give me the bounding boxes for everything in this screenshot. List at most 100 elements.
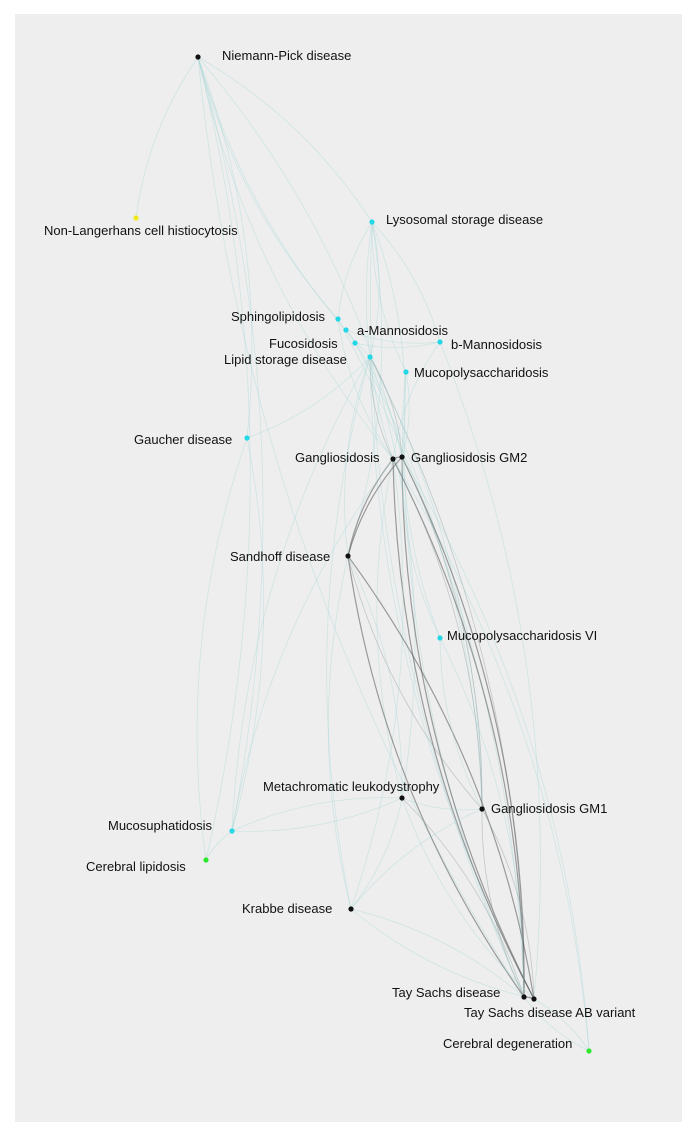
edge-gangliosidosis-tay-sachs	[392, 458, 525, 998]
edge-mucopolysaccharidosis-mps6	[402, 371, 441, 639]
edge-metachromatic-krabbe	[350, 797, 403, 910]
node-tay-sachs[interactable]	[521, 994, 527, 1000]
edge-gangliosidosis-cerebral-degeneration	[392, 458, 590, 1052]
edge-metachromatic-tay-sachs	[401, 797, 525, 998]
edge-sandhoff-gm1	[347, 555, 483, 810]
edge-gaucher-cerebral-lipidosis	[196, 437, 248, 861]
edge-lipid-storage-metachromatic	[369, 356, 416, 799]
edge-b-mannosidosis-tay-sachs-ab	[439, 341, 541, 1000]
edge-mucosulphatidosis-cerebral-lipidosis	[205, 830, 233, 861]
edge-metachromatic-tay-sachs-ab	[401, 797, 535, 1000]
node-niemann-pick[interactable]	[195, 54, 201, 60]
node-mucopolysaccharidosis[interactable]	[403, 369, 409, 375]
node-label-mucosulphatidosis: Mucosuphatidosis	[108, 818, 213, 833]
edge-tay-sachs-cerebral-degeneration	[523, 996, 590, 1052]
edge-lipid-storage-mucosulphatidosis	[231, 356, 371, 832]
edge-lysosomal-lipid-storage	[369, 221, 380, 358]
edge-mucopolysaccharidosis-tay-sachs	[403, 371, 525, 998]
edge-gangliosidosis-sandhoff	[347, 458, 394, 557]
edge-sandhoff-tay-sachs-ab	[347, 555, 535, 1000]
edge-gm1-tay-sachs-ab	[481, 808, 535, 1000]
edge-niemann-pick-gangliosidosis	[197, 56, 394, 460]
node-cerebral-lipidosis[interactable]	[203, 857, 209, 863]
edge-niemann-pick-tay-sachs	[197, 56, 525, 998]
edge-lipid-storage-krabbe	[326, 356, 371, 910]
edge-lysosomal-tay-sachs	[370, 221, 525, 998]
edge-tay-sachs-ab-cerebral-degeneration	[533, 998, 590, 1052]
node-label-cerebral-degeneration: Cerebral degeneration	[443, 1036, 572, 1051]
edge-gaucher-mucosulphatidosis	[231, 437, 265, 832]
edge-niemann-pick-cerebral-lipidosis	[197, 56, 251, 861]
node-label-b-mannosidosis: b-Mannosidosis	[451, 337, 543, 352]
edge-sandhoff-metachromatic	[347, 555, 403, 799]
edge-gm1-tay-sachs	[481, 808, 525, 998]
node-non-langerhans[interactable]	[133, 215, 139, 221]
node-label-niemann-pick: Niemann-Pick disease	[222, 48, 351, 63]
node-fucosidosis[interactable]	[352, 340, 358, 346]
node-lysosomal[interactable]	[369, 219, 375, 225]
edge-sphingolipidosis-gangliosidosis	[337, 318, 394, 460]
edge-mps6-gm1	[439, 637, 483, 810]
node-label-gm2: Gangliosidosis GM2	[411, 450, 527, 465]
edge-gangliosidosis-tay-sachs-ab	[392, 458, 535, 1000]
edge-gm2-tay-sachs	[401, 456, 525, 998]
edge-gm2-mps6	[401, 456, 441, 639]
edge-gm2-sandhoff	[347, 456, 403, 557]
node-label-lipid-storage: Lipid storage disease	[224, 352, 347, 367]
edge-sandhoff-krabbe	[327, 555, 352, 910]
edge-gangliosidosis-mucosulphatidosis	[231, 458, 394, 832]
node-krabbe[interactable]	[348, 906, 354, 912]
edge-fucosidosis-gm1	[354, 342, 483, 810]
edge-lipid-storage-gaucher	[246, 356, 371, 439]
edge-niemann-pick-non-langerhans	[135, 56, 199, 219]
node-gm2[interactable]	[399, 454, 405, 460]
node-gangliosidosis[interactable]	[390, 456, 396, 462]
edges-layer	[135, 56, 590, 1052]
edge-lysosomal-gm2	[371, 221, 406, 458]
edge-b-mannosidosis-gangliosidosis	[392, 341, 441, 460]
edge-lysosomal-sandhoff	[347, 221, 383, 557]
node-sphingolipidosis[interactable]	[335, 316, 341, 322]
edge-a-mannosidosis-b-mannosidosis	[345, 329, 441, 344]
node-sandhoff[interactable]	[345, 553, 351, 559]
node-label-gangliosidosis: Gangliosidosis	[295, 450, 380, 465]
node-a-mannosidosis[interactable]	[343, 327, 349, 333]
edge-mucosulphatidosis-metachromatic	[231, 797, 403, 832]
node-mucosulphatidosis[interactable]	[229, 828, 235, 834]
node-lipid-storage[interactable]	[367, 354, 373, 360]
edge-lipid-storage-gm1	[369, 356, 483, 810]
node-label-gaucher: Gaucher disease	[134, 432, 232, 447]
edge-krabbe-tay-sachs	[350, 908, 525, 998]
edge-niemann-pick-gm2	[197, 56, 403, 458]
edge-niemann-pick-gaucher	[197, 56, 253, 439]
edge-niemann-pick-sphingolipidosis	[197, 56, 339, 320]
node-label-krabbe: Krabbe disease	[242, 901, 332, 916]
node-tay-sachs-ab[interactable]	[531, 996, 537, 1002]
node-label-tay-sachs-ab: Tay Sachs disease AB variant	[464, 1005, 636, 1020]
edge-gm2-tay-sachs-ab	[401, 456, 535, 1000]
node-metachromatic[interactable]	[399, 795, 405, 801]
node-cerebral-degeneration[interactable]	[586, 1048, 592, 1054]
node-label-tay-sachs: Tay Sachs disease	[392, 985, 500, 1000]
node-label-lysosomal: Lysosomal storage disease	[386, 212, 543, 227]
edge-gangliosidosis-krabbe	[350, 458, 404, 910]
node-label-gm1: Gangliosidosis GM1	[491, 801, 607, 816]
edge-lipid-storage-tay-sachs	[369, 356, 525, 998]
edge-lipid-storage-gangliosidosis	[369, 356, 394, 460]
node-gm1[interactable]	[479, 806, 485, 812]
edge-metachromatic-gm1	[401, 797, 483, 811]
node-label-sphingolipidosis: Sphingolipidosis	[231, 309, 325, 324]
edge-metachromatic-mucosulphatidosis	[231, 797, 403, 832]
node-label-non-langerhans: Non-Langerhans cell histiocytosis	[44, 223, 238, 238]
node-gaucher[interactable]	[244, 435, 250, 441]
node-b-mannosidosis[interactable]	[437, 339, 443, 345]
edge-niemann-pick-lipid-storage	[197, 56, 371, 358]
node-label-a-mannosidosis: a-Mannosidosis	[357, 323, 449, 338]
node-label-fucosidosis: Fucosidosis	[269, 336, 338, 351]
edge-niemann-pick-mucosulphatidosis	[197, 56, 264, 832]
edge-gm2-gm1	[401, 456, 483, 810]
node-mps6[interactable]	[437, 635, 443, 641]
node-label-cerebral-lipidosis: Cerebral lipidosis	[86, 859, 186, 874]
